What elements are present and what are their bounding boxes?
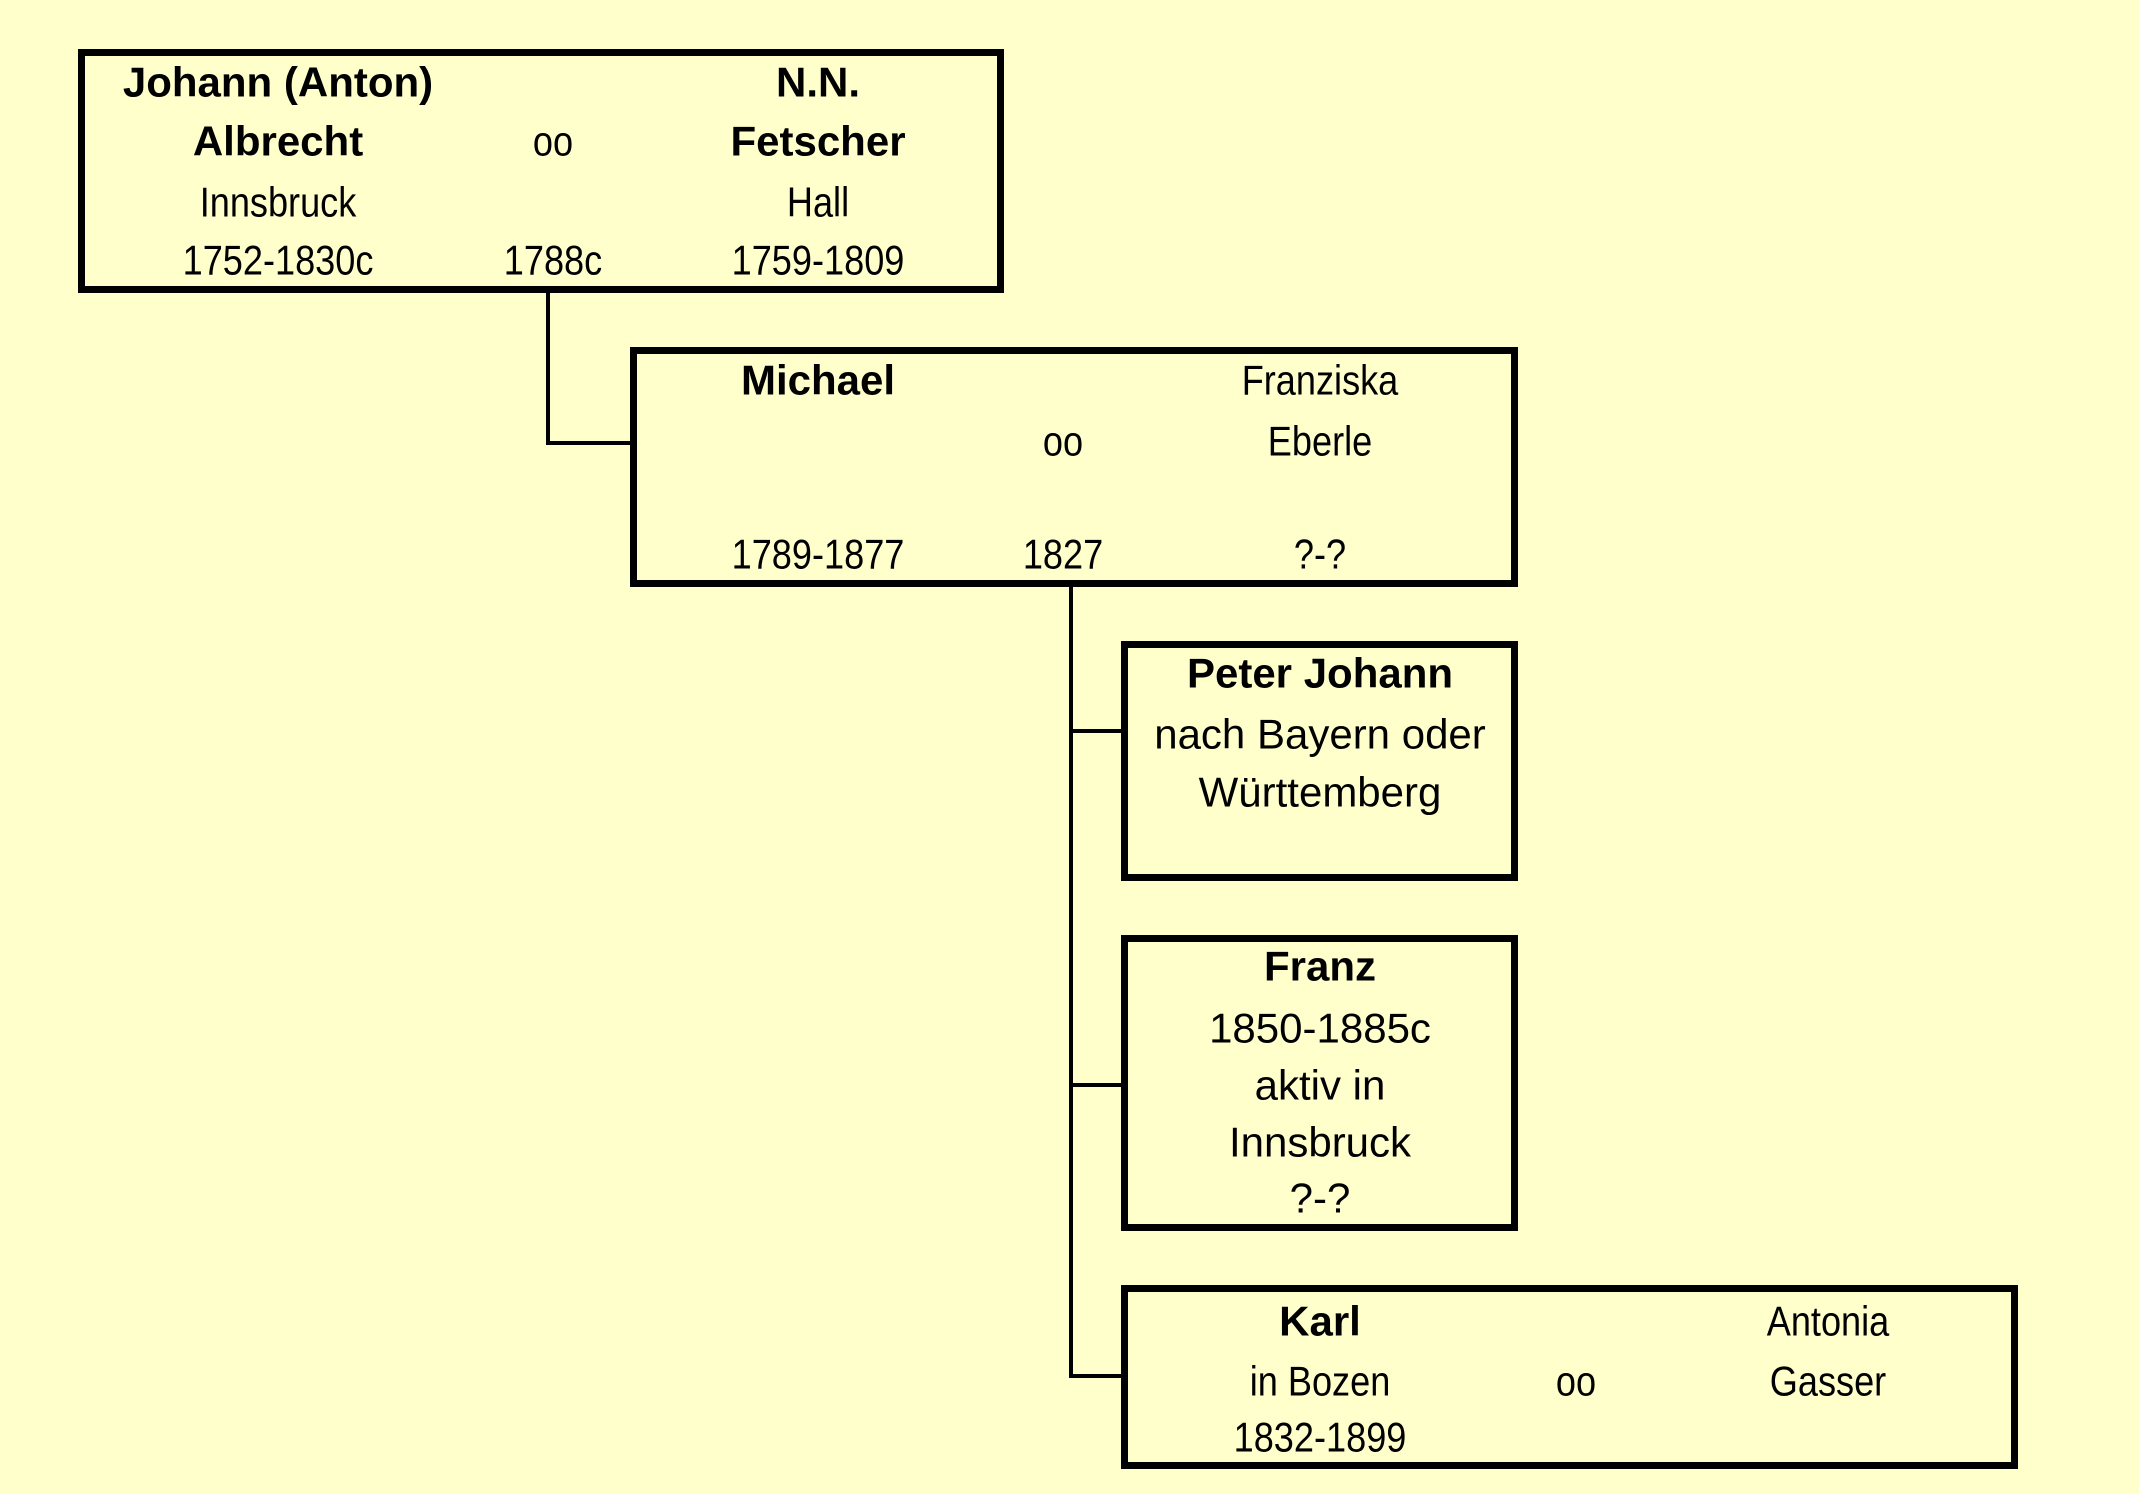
child-name: Karl xyxy=(1279,1297,1361,1345)
child-place: in Bozen xyxy=(1249,1357,1391,1405)
child-name: Peter Johann xyxy=(1186,649,1454,697)
wife-name-line2: Eberle xyxy=(1267,417,1373,465)
child-note-line2: Innsbruck xyxy=(1228,1118,1412,1166)
husband-name-line1: Johann (Anton) xyxy=(122,58,434,106)
husband-dates: 1789-1877 xyxy=(731,530,905,578)
wife-name-line2: Fetscher xyxy=(730,117,906,165)
marriage-year: 1827 xyxy=(1022,530,1104,578)
person-box-franz xyxy=(1121,935,1518,1231)
husband-place: Innsbruck xyxy=(199,178,357,226)
child-dates: 1850-1885c xyxy=(1209,1004,1431,1052)
spouse-name-line2: Gasser xyxy=(1769,1357,1887,1405)
wife-name-line1: Franziska xyxy=(1241,356,1399,404)
child-note-line1: nach Bayern oder xyxy=(1154,710,1486,758)
connector-gen1-to-gen2 xyxy=(546,292,632,445)
marriage-year: 1788c xyxy=(503,236,603,284)
child-note-line2: Württemberg xyxy=(1198,768,1442,816)
child-dates: 1832-1899 xyxy=(1233,1413,1407,1461)
wife-dates: 1759-1809 xyxy=(731,236,905,284)
wife-name-line1: N.N. xyxy=(776,58,860,106)
wife-dates: ?-? xyxy=(1293,530,1347,578)
couple-box-karl-antonia-gasser xyxy=(1121,1285,2018,1469)
child-note-line1: aktiv in xyxy=(1254,1061,1386,1109)
husband-name-line2: Albrecht xyxy=(192,117,364,165)
marriage-symbol: oo xyxy=(1042,417,1084,465)
person-box-peter-johann xyxy=(1121,641,1518,881)
marriage-symbol: oo xyxy=(1555,1357,1597,1405)
couple-box-johann-albrecht-nn-fetscher xyxy=(78,49,1004,293)
spouse-name-line1: Antonia xyxy=(1766,1297,1890,1345)
wife-place: Hall xyxy=(786,178,850,226)
husband-name: Michael xyxy=(740,356,896,404)
child-note-line3: ?-? xyxy=(1289,1174,1351,1222)
child-name: Franz xyxy=(1263,942,1377,990)
husband-dates: 1752-1830c xyxy=(182,236,374,284)
couple-box-michael-franziska-eberle xyxy=(630,347,1518,587)
marriage-symbol: oo xyxy=(532,117,574,165)
